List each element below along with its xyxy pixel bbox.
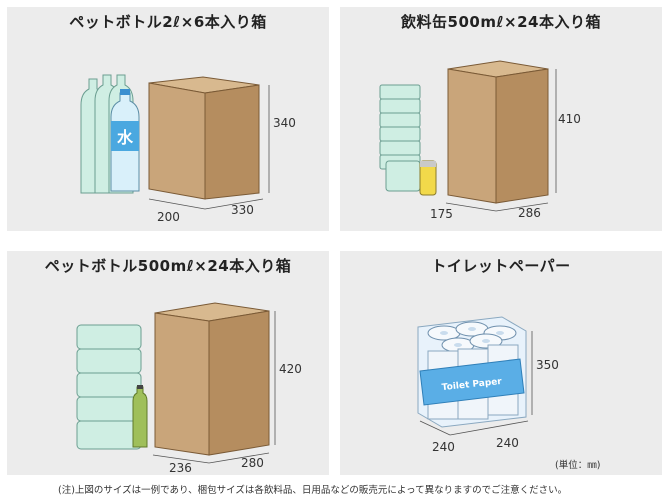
width-label: 240 bbox=[432, 440, 455, 454]
bottle-label: 水 bbox=[117, 128, 134, 147]
box-illustration: 410 175 286 bbox=[379, 60, 581, 221]
package-panel-toilet-paper: トイレットペーパー bbox=[340, 251, 662, 475]
depth-label: 240 bbox=[496, 436, 519, 450]
water-bottle-icon: 水 bbox=[110, 89, 140, 192]
package-panel-500ml-bottles: ペットボトル500mℓ×24本入り箱 420 236 280 bbox=[7, 251, 329, 475]
height-label: 350 bbox=[536, 358, 559, 372]
bottle-stack-icon bbox=[76, 324, 142, 450]
beverage-can-icon bbox=[419, 160, 437, 196]
width-label: 200 bbox=[157, 210, 180, 224]
tea-bottle-icon bbox=[132, 385, 148, 448]
width-label: 175 bbox=[430, 207, 453, 221]
height-label: 420 bbox=[279, 362, 302, 376]
cardboard-box bbox=[154, 302, 270, 456]
height-label: 410 bbox=[558, 112, 581, 126]
package-panel-2l-bottles: ペットボトル2ℓ×6本入り箱 水 340 200 330 bbox=[7, 7, 329, 231]
depth-label: 330 bbox=[231, 203, 254, 217]
footnote: (注)上図のサイズは一例であり、梱包サイズは各飲料品、日用品などの販売元によって… bbox=[58, 485, 568, 496]
unit-label: (単位：㎜) bbox=[555, 460, 601, 471]
panel-title: ペットボトル500mℓ×24本入り箱 bbox=[44, 257, 292, 275]
cardboard-box bbox=[447, 60, 549, 204]
box-illustration: Toilet Paper 350 240 240 bbox=[417, 316, 559, 454]
cardboard-box bbox=[148, 76, 260, 200]
panel-title: ペットボトル2ℓ×6本入り箱 bbox=[69, 13, 267, 31]
package-panel-cans: 飲料缶500mℓ×24本入り箱 410 175 286 bbox=[340, 7, 662, 231]
panel-title: 飲料缶500mℓ×24本入り箱 bbox=[401, 13, 601, 31]
panel-title: トイレットペーパー bbox=[431, 257, 571, 275]
toilet-paper-pack-icon: Toilet Paper bbox=[417, 316, 527, 428]
height-label: 340 bbox=[273, 116, 296, 130]
width-label: 236 bbox=[169, 461, 192, 475]
depth-label: 286 bbox=[518, 206, 541, 220]
box-illustration: 水 340 200 330 bbox=[80, 74, 296, 224]
depth-label: 280 bbox=[241, 456, 264, 470]
can-stack-icon bbox=[379, 84, 421, 192]
box-illustration: 420 236 280 bbox=[76, 302, 302, 475]
